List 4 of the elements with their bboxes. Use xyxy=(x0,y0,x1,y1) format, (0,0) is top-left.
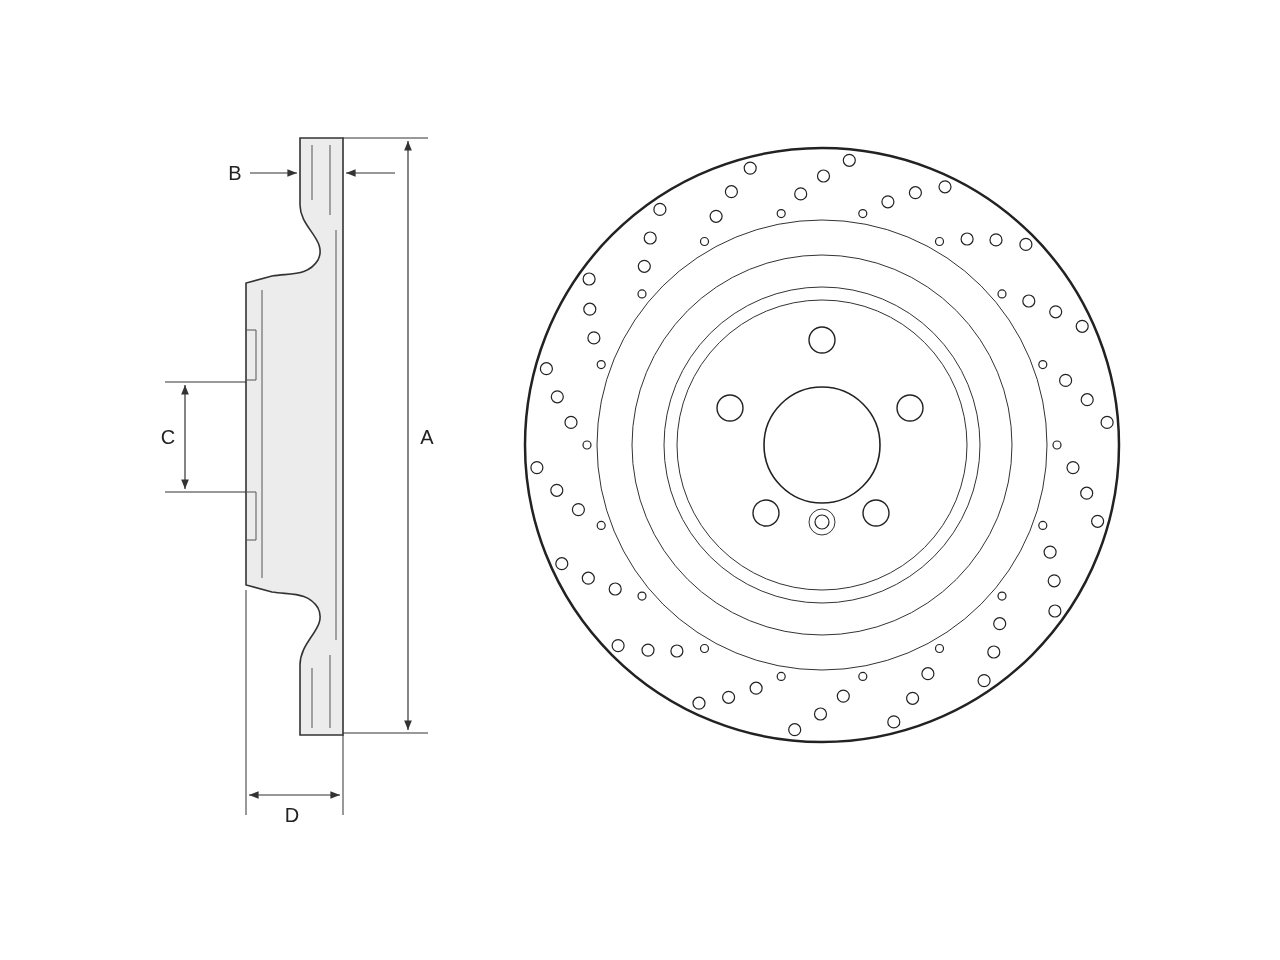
dimension-label: C xyxy=(160,427,176,447)
dimension-label: A xyxy=(420,427,434,447)
dimension-label: D xyxy=(284,805,300,825)
dimension-label: B xyxy=(228,163,242,183)
